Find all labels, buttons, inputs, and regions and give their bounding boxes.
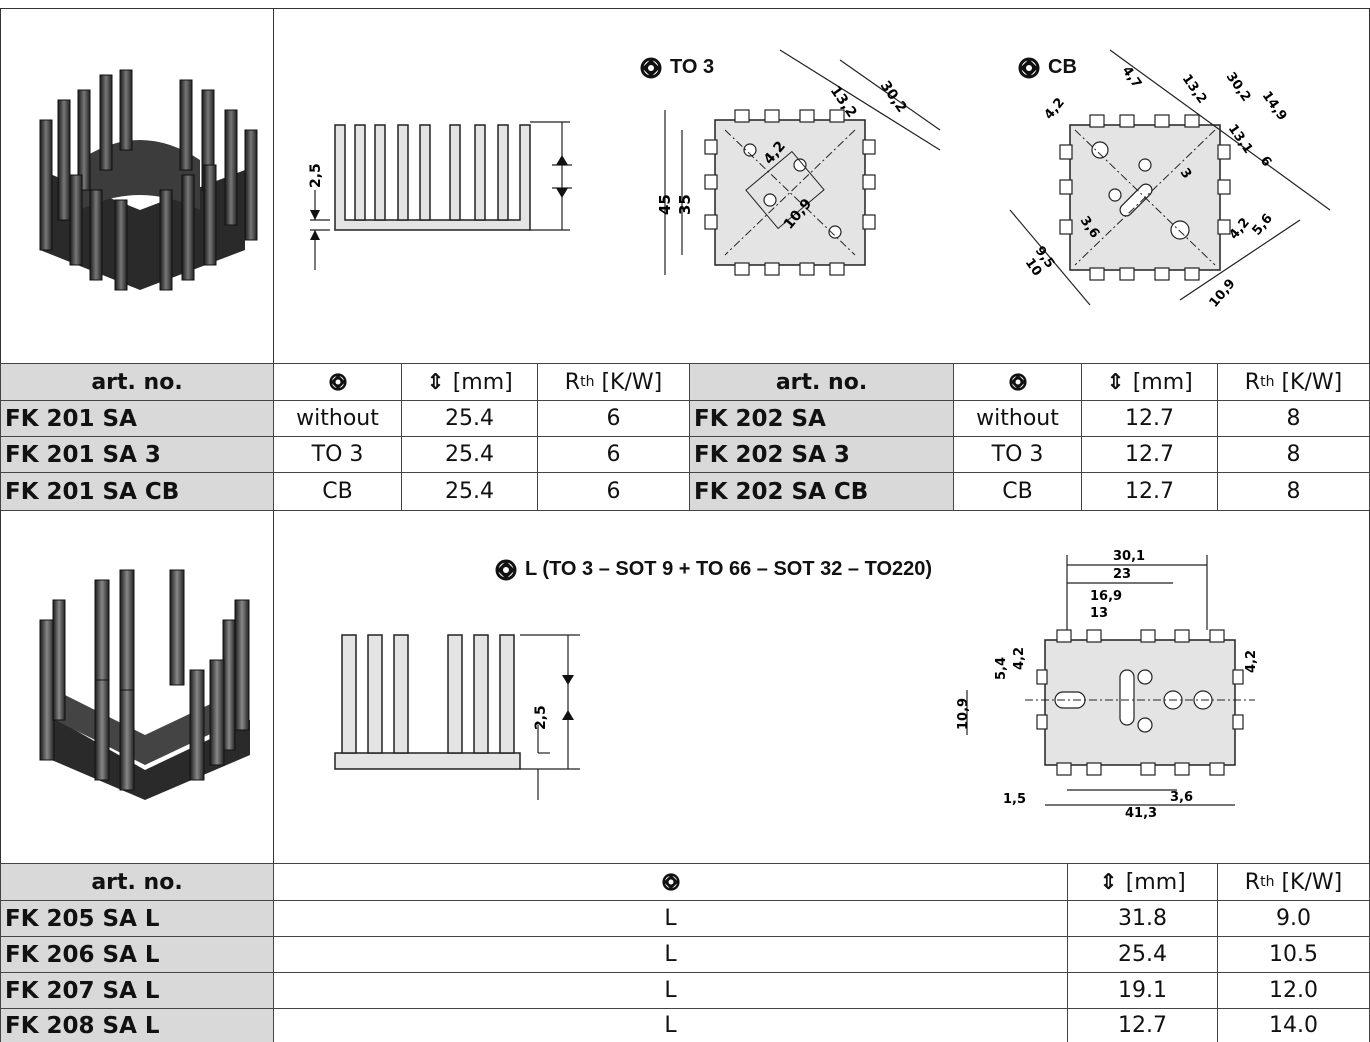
table-cell: 12.7	[1068, 1009, 1218, 1042]
table-cell: TO 3	[954, 437, 1082, 473]
mount-symbol-icon	[1008, 373, 1027, 391]
heatsink-photo-1	[39, 69, 258, 291]
table-cell: CB	[274, 473, 402, 511]
dim-cb-4: 4,2	[1042, 95, 1068, 122]
dim-cb-3: 14,9	[1259, 89, 1290, 124]
table-cell: 12.0	[1218, 973, 1370, 1009]
table-cell: L	[274, 901, 1068, 937]
table-row-art: FK 206 SA L	[0, 937, 274, 973]
dim-to3-1: 30,2	[877, 78, 910, 115]
table-row-art: FK 205 SA L	[0, 901, 274, 937]
table-cell: 25.4	[402, 437, 538, 473]
mount-symbol-icon	[328, 373, 347, 391]
table-cell: 8	[1218, 437, 1370, 473]
height-icon: ⇕	[1099, 869, 1118, 895]
dim-profile-top: 2,5	[308, 163, 324, 188]
header-height: ⇕[mm]	[402, 363, 538, 401]
table-cell: 10.5	[1218, 937, 1370, 973]
table-row-art: FK 208 SA L	[0, 1009, 274, 1042]
header-mount	[274, 363, 402, 401]
dim-plate-11: 3,6	[1170, 790, 1193, 805]
table-cell: without	[954, 401, 1082, 437]
header-art-no-right: art. no.	[690, 363, 954, 401]
table-row-art: FK 201 SA CB	[0, 473, 274, 511]
label-cb: CB	[1018, 56, 1077, 79]
table-row-art: FK 202 SA 3	[690, 437, 954, 473]
dim-cb-0: 4,7	[1119, 64, 1144, 91]
dim-plate-10: 41,3	[1125, 806, 1157, 821]
heatsink-photo-2	[39, 569, 250, 800]
table-row-art: FK 201 SA	[0, 401, 274, 437]
bottom-image-divider	[273, 510, 274, 864]
dim-plate-2: 16,9	[1090, 589, 1122, 604]
table-cell: 9.0	[1218, 901, 1370, 937]
dim-cb-13: 10,9	[1207, 276, 1239, 310]
table-cell: 14.0	[1218, 1009, 1370, 1042]
plate-drawing: 30,1 23 16,9 13 5,4 4,2 10,9 4,2 33 1,5 …	[956, 549, 1275, 821]
table-cell: 6	[538, 473, 690, 511]
table-cell: CB	[954, 473, 1082, 511]
table-row-art: FK 202 SA	[690, 401, 954, 437]
dim-plate-8: 33	[1274, 689, 1275, 707]
table-row-art: FK 207 SA L	[0, 973, 274, 1009]
dim-plate-5: 4,2	[1012, 647, 1027, 670]
profile-drawing-top: 2,5	[308, 121, 572, 270]
dim-to3-4: 45	[656, 194, 674, 215]
header-art-no: art. no.	[0, 863, 274, 901]
table-cell: L	[274, 1009, 1068, 1042]
dim-plate-9: 1,5	[1003, 792, 1026, 807]
header-height: ⇕[mm]	[1068, 863, 1218, 901]
table-cell: 31.8	[1068, 901, 1218, 937]
dim-profile-bottom: 2,5	[533, 705, 549, 730]
mount-symbol-icon	[661, 873, 680, 891]
mount-symbol-icon	[640, 57, 662, 78]
dim-cb-2: 30,2	[1223, 70, 1254, 105]
dim-plate-6: 10,9	[956, 698, 971, 730]
table-cell: 6	[538, 401, 690, 437]
label-to3: TO 3	[640, 56, 714, 79]
dim-to3-5: 35	[676, 194, 694, 215]
table-cell: 6	[538, 437, 690, 473]
table-cell: 25.4	[1068, 937, 1218, 973]
header-mount	[274, 863, 1068, 901]
dim-plate-7: 4,2	[1244, 650, 1259, 673]
table-cell: L	[274, 937, 1068, 973]
dim-plate-0: 30,1	[1113, 549, 1145, 564]
header-height-right: ⇕[mm]	[1082, 363, 1218, 401]
table-cell: 25.4	[402, 401, 538, 437]
table-cell: L	[274, 973, 1068, 1009]
dim-plate-1: 23	[1113, 567, 1131, 582]
dim-plate-4: 5,4	[994, 657, 1009, 680]
cb-drawing: 4,7 13,2 30,2 14,9 4,2 13,1 6 3 3,6 9,5 …	[1009, 49, 1331, 311]
table-cell: without	[274, 401, 402, 437]
height-icon: ⇕	[1106, 369, 1125, 395]
profile-drawing-bottom: 2,5	[334, 634, 580, 800]
dim-cb-12: 5,6	[1250, 211, 1276, 238]
table-cell: 12.7	[1082, 437, 1218, 473]
table-cell: 12.7	[1082, 473, 1218, 511]
table-cell: 8	[1218, 473, 1370, 511]
height-icon: ⇕	[426, 369, 445, 395]
table-cell: 12.7	[1082, 401, 1218, 437]
dim-plate-3: 13	[1090, 606, 1108, 621]
table-row-art: FK 201 SA 3	[0, 437, 274, 473]
label-l: L (TO 3 – SOT 9 + TO 66 – SOT 32 – TO220…	[495, 558, 932, 581]
top-image-divider	[273, 8, 274, 364]
table-cell: 8	[1218, 401, 1370, 437]
table-cell: 25.4	[402, 473, 538, 511]
dim-cb-1: 13,2	[1179, 72, 1210, 107]
table-cell: TO 3	[274, 437, 402, 473]
table-cell: 19.1	[1068, 973, 1218, 1009]
header-art-no: art. no.	[0, 363, 274, 401]
mount-symbol-icon	[1018, 57, 1040, 78]
table-row-art: FK 202 SA CB	[690, 473, 954, 511]
mount-symbol-icon	[495, 559, 517, 580]
to3-drawing: 13,2 30,2 4,2 10,9 45 35	[656, 49, 941, 276]
header-mount-right	[954, 363, 1082, 401]
